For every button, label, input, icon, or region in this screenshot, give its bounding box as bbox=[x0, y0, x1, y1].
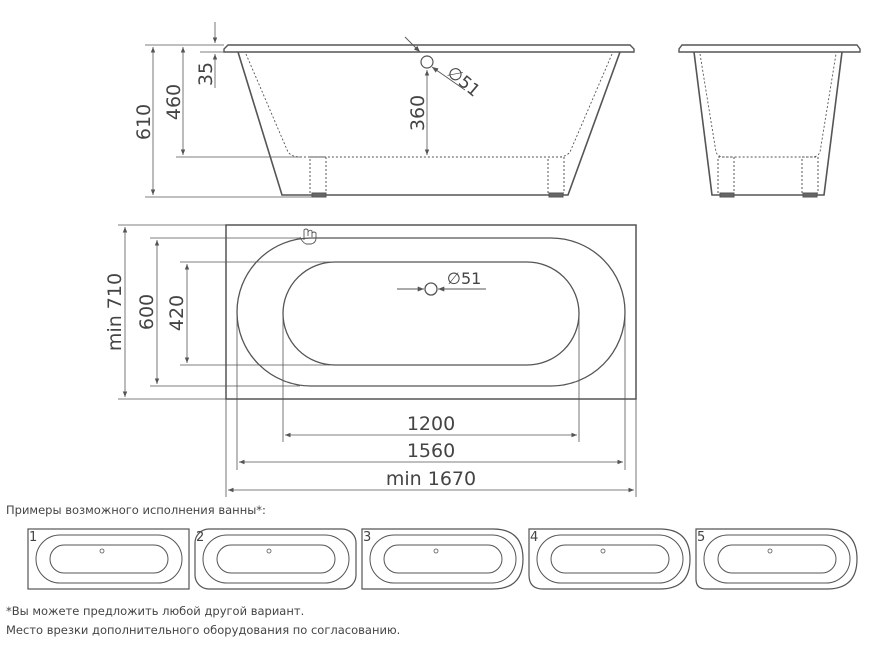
end-rim bbox=[678, 44, 861, 53]
dim-inner-width: 420 bbox=[166, 295, 188, 331]
side-view bbox=[145, 22, 635, 198]
overflow-hole bbox=[420, 55, 434, 69]
drain-hole bbox=[424, 282, 438, 296]
variant-1 bbox=[27, 528, 190, 590]
variant-5 bbox=[695, 528, 858, 590]
tub-legs bbox=[309, 156, 565, 198]
dim-depth: 460 bbox=[163, 84, 185, 120]
tub-inner-shell bbox=[245, 53, 613, 158]
tub-rim bbox=[223, 44, 635, 53]
tub-outer-outline bbox=[236, 237, 626, 387]
tub-inner-outline bbox=[282, 261, 580, 366]
variant-number: 1 bbox=[29, 530, 37, 545]
side-dimension-labels: 610 460 35 360 ∅51 bbox=[133, 62, 484, 140]
side-dimension-lines bbox=[145, 22, 430, 198]
installation-box bbox=[225, 224, 637, 400]
dim-overflow-height: 360 bbox=[407, 95, 429, 131]
top-view bbox=[118, 224, 637, 497]
dim-inner-length: 1200 bbox=[407, 413, 455, 435]
dim-rim: 35 bbox=[195, 62, 217, 86]
top-dimension-labels: min 710 600 420 ∅51 1200 1560 min 1670 bbox=[104, 269, 481, 490]
variants-heading: Примеры возможного исполнения ванны*: bbox=[6, 503, 266, 517]
dim-overflow-dia: ∅51 bbox=[443, 63, 484, 102]
end-view bbox=[678, 44, 861, 198]
variants-row bbox=[27, 528, 858, 590]
top-dimension-lines bbox=[118, 224, 637, 497]
dim-min-length: min 1670 bbox=[386, 468, 476, 490]
dim-length: 1560 bbox=[407, 440, 455, 462]
dim-min-width: min 710 bbox=[104, 273, 126, 351]
dim-width: 600 bbox=[136, 294, 158, 330]
end-outer-shell bbox=[693, 51, 843, 196]
variant-number: 2 bbox=[196, 530, 204, 545]
dim-drain-dia: ∅51 bbox=[447, 269, 481, 288]
variant-2 bbox=[194, 528, 357, 590]
end-inner-shell bbox=[699, 53, 837, 158]
variant-number: 3 bbox=[363, 530, 371, 545]
variant-number: 5 bbox=[697, 530, 705, 545]
variant-numbers: 1 2 3 4 5 bbox=[29, 530, 705, 545]
footnote-1: *Вы можете предложить любой другой вариа… bbox=[6, 604, 305, 618]
hand-cursor-icon bbox=[299, 228, 317, 245]
variant-3 bbox=[361, 528, 524, 590]
tub-outer-shell bbox=[237, 51, 621, 196]
variant-4 bbox=[528, 528, 691, 590]
footnote-2: Место врезки дополнительного оборудовани… bbox=[6, 623, 401, 637]
variant-number: 4 bbox=[530, 530, 538, 545]
dim-total-height: 610 bbox=[133, 104, 155, 140]
